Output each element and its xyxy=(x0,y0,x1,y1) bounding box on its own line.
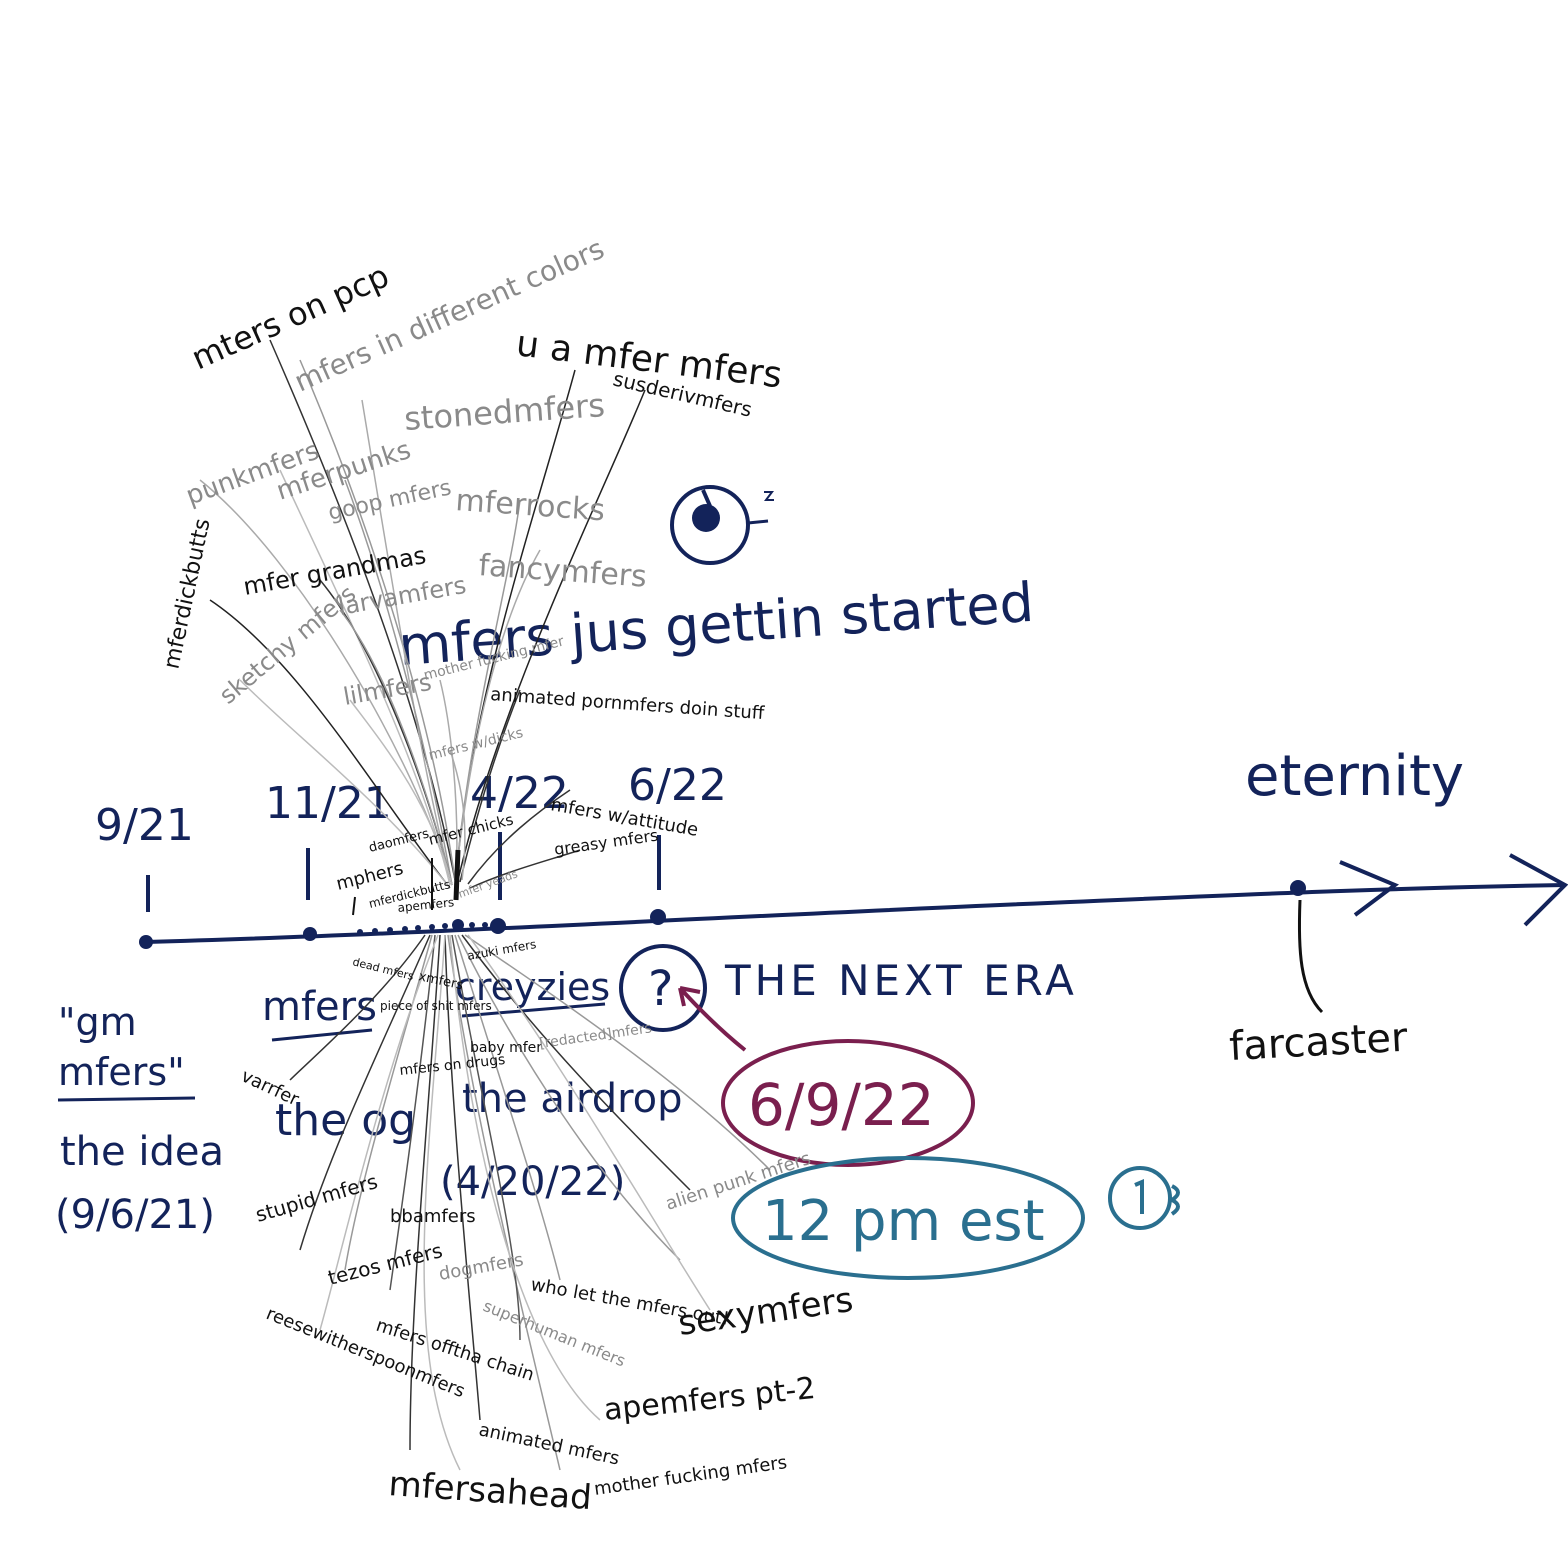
arrow-head-icon xyxy=(1339,853,1568,927)
cluster-marker xyxy=(453,849,461,901)
derivative-label: mferdickbutts xyxy=(159,516,215,671)
launch-time: 12 pm est xyxy=(762,1189,1045,1254)
derivative-label: stupid mfers xyxy=(253,1169,380,1227)
the-og-label: the og xyxy=(275,1095,416,1146)
farcaster-pointer xyxy=(1297,899,1324,1014)
cluster-marker xyxy=(352,896,356,916)
gm-label: mfers" xyxy=(58,1050,185,1094)
derivative-label: apemfers pt-2 xyxy=(602,1371,817,1428)
derivative-label: sexymfers xyxy=(676,1280,856,1344)
farcaster-label: farcaster xyxy=(1228,1015,1409,1070)
date-label: 11/21 xyxy=(265,778,392,829)
date-label: 9/21 xyxy=(95,800,194,851)
derivative-label: greasy mfers xyxy=(553,826,660,859)
underline xyxy=(271,1028,373,1042)
question-mark: ? xyxy=(648,961,673,1017)
underline xyxy=(461,1002,606,1018)
derivative-label: mfer yeads xyxy=(457,867,520,901)
derivative-label: mphers xyxy=(334,858,405,895)
launch-date: 6/9/22 xyxy=(748,1071,935,1139)
derivative-label: tezos mfers xyxy=(325,1238,444,1290)
derivative-label: stonedmfers xyxy=(403,386,606,438)
clock-doodle-icon xyxy=(1108,1166,1180,1230)
next-era-label: THE NEXT ERA xyxy=(724,956,1078,1005)
derivative-label: dogmfers xyxy=(437,1249,525,1285)
question-circle xyxy=(619,944,707,1032)
derivative-label: fancymfers xyxy=(477,548,647,595)
gm-label: "gm xyxy=(58,1000,137,1044)
idea-label: the idea xyxy=(60,1129,224,1175)
derivative-label: apemfers xyxy=(397,895,455,915)
mfers-label: mfers xyxy=(262,984,377,1030)
launch-arrow xyxy=(678,986,747,1052)
derivative-label: mferrocks xyxy=(454,483,606,528)
launch-time-bubble xyxy=(731,1156,1085,1280)
launch-date-bubble xyxy=(721,1039,975,1167)
derivative-label: piece of shit mfers xyxy=(380,999,492,1013)
timeline-axis xyxy=(145,883,1566,944)
date-label: 4/22 xyxy=(470,768,569,819)
derivative-label: azuki mfers xyxy=(466,937,537,963)
timeline-ticks xyxy=(146,832,661,912)
derivative-label: varrfer xyxy=(238,1065,303,1110)
derivative-label: bbamfers xyxy=(390,1206,476,1227)
eye-doodle-icon xyxy=(670,485,774,565)
derivative-label: sketchy mfers xyxy=(214,580,361,710)
derivative-label: dead mfers xyxy=(351,955,415,983)
underline xyxy=(57,1096,196,1102)
derivative-fan-lines xyxy=(199,339,771,1471)
idea-date-label: (9/6/21) xyxy=(55,1192,215,1238)
creyzies-label: creyzies xyxy=(455,965,610,1009)
eternity-label: eternity xyxy=(1245,744,1464,809)
derivative-label: mother fucking mfers xyxy=(593,1452,789,1500)
date-label: 6/22 xyxy=(628,760,727,811)
derivative-label: mfersahead xyxy=(387,1464,593,1518)
derivative-label: animated pornmfers doin stuff xyxy=(490,684,766,724)
derivative-label: baby mfer xyxy=(470,1040,542,1056)
airdrop-label: the airdrop xyxy=(462,1076,683,1122)
timeline-dots xyxy=(139,880,1306,949)
